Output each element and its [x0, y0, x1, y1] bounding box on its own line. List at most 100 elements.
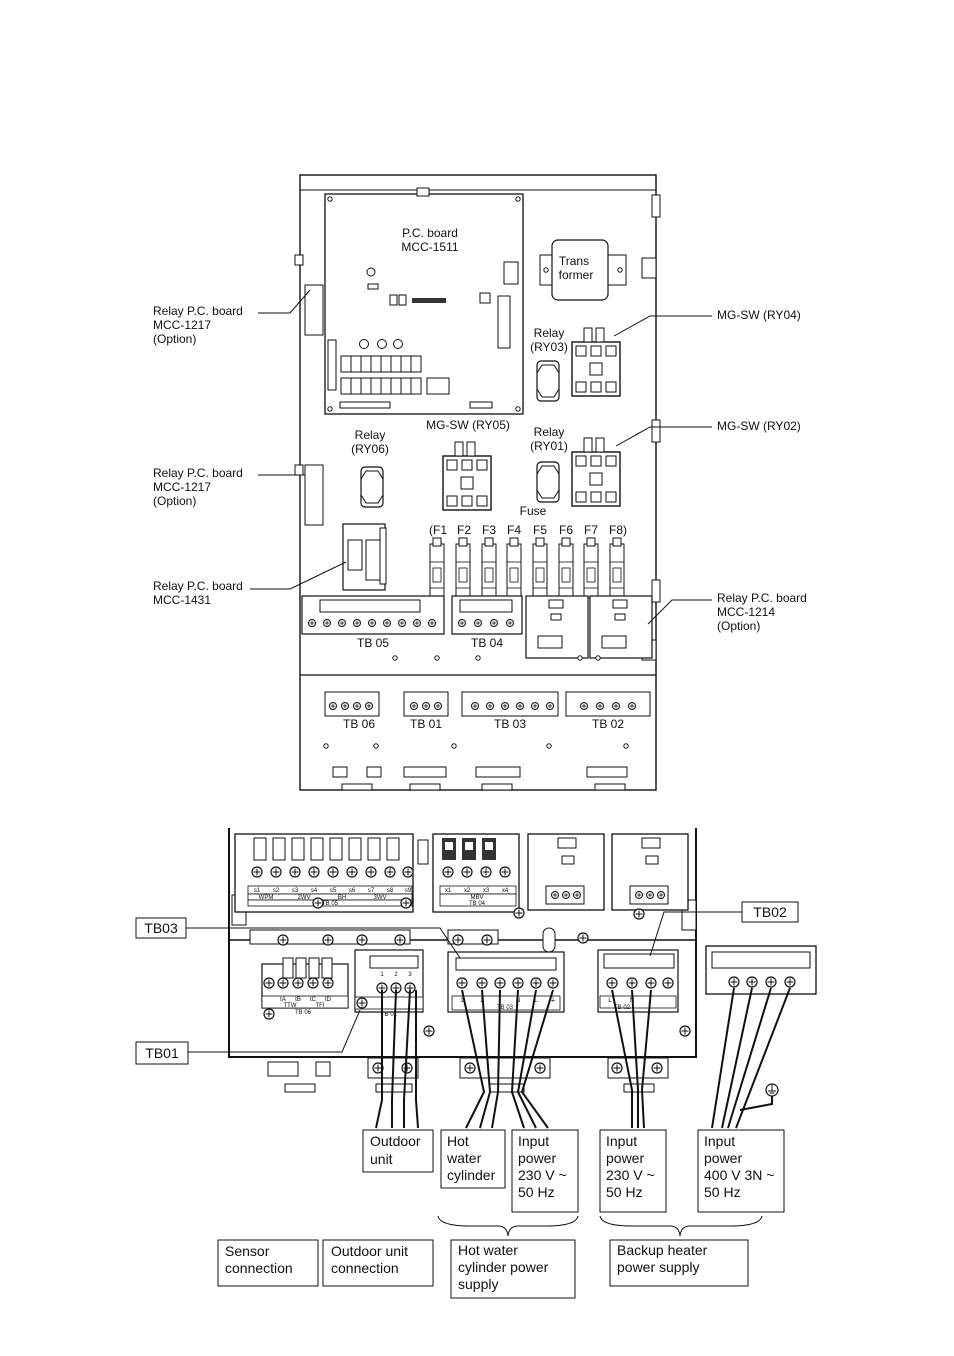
svg-text:tA: tA [280, 997, 286, 1003]
svg-text:TB02: TB02 [753, 904, 787, 920]
svg-text:Relay P.C. board: Relay P.C. board [153, 466, 243, 480]
callout-tb02: TB02 [649, 901, 799, 957]
callout-relay-pcb-mcc-1214: Relay P.C. board MCC-1214 (Option) [647, 591, 807, 633]
svg-text:Relay: Relay [534, 425, 565, 439]
svg-text:L: L [608, 998, 612, 1004]
svg-text:⏚: ⏚ [550, 997, 556, 1004]
svg-text:x2: x2 [464, 888, 471, 894]
tb02-wiring [611, 989, 652, 1129]
svg-text:Backup heater: Backup heater [617, 1242, 708, 1258]
svg-text:Relay P.C. board: Relay P.C. board [717, 591, 807, 605]
hot-water-cylinder-box: Hot water cylinder [440, 1129, 506, 1189]
svg-text:tB: tB [295, 997, 301, 1003]
svg-text:TB 02: TB 02 [592, 717, 624, 731]
bottom-wiring-diagram: s1 s2 s3 s4 s5 s6 s7 s8 s9 WPM 2WV BH 3W… [135, 828, 817, 1299]
svg-text:TB 01: TB 01 [381, 1012, 398, 1018]
brace-hot-water [437, 1215, 579, 1237]
svg-text:TB 06: TB 06 [343, 717, 375, 731]
svg-text:Relay P.C. board: Relay P.C. board [153, 304, 243, 318]
svg-text:F8): F8) [609, 523, 627, 537]
svg-text:TB03: TB03 [144, 920, 178, 936]
svg-text:power: power [518, 1150, 556, 1166]
transformer: Trans former [539, 239, 627, 301]
backup-heater-power-supply-box: Backup heater power supply [609, 1239, 749, 1287]
input-power-400v-box: Input power 400 V 3N ~ 50 Hz [697, 1129, 785, 1213]
svg-text:400 V 3N ~: 400 V 3N ~ [704, 1167, 774, 1183]
svg-text:MG-SW (RY02): MG-SW (RY02) [717, 419, 801, 433]
svg-text:TB 03: TB 03 [494, 717, 526, 731]
svg-text:supply: supply [458, 1276, 498, 1292]
tb06-terminal-block: tA tB tC tD TTW TFI TB 06 [261, 957, 349, 1016]
pc-board-model: MCC-1511 [401, 240, 458, 254]
svg-text:connection: connection [225, 1260, 293, 1276]
svg-text:(Option): (Option) [153, 332, 196, 346]
brace-backup-heater [599, 1215, 763, 1237]
svg-text:F5: F5 [533, 523, 547, 537]
svg-text:former: former [559, 268, 594, 282]
svg-text:MCC-1214: MCC-1214 [717, 605, 775, 619]
callout-relay-pcb-mcc-1217-top: Relay P.C. board MCC-1217 (Option) [153, 289, 311, 346]
fuse-labels: (F1 F2 F3 F4 F5 F6 F7 F8) [429, 523, 627, 537]
mg-sw-ry05-label: MG-SW (RY05) [426, 418, 510, 432]
svg-text:Input: Input [518, 1133, 549, 1149]
svg-text:50 Hz: 50 Hz [704, 1184, 741, 1200]
svg-text:x1: x1 [445, 888, 452, 894]
svg-text:F6: F6 [559, 523, 573, 537]
tb04-terminal-block: x1 x2 x3 x4 MBV TB 04 [417, 833, 520, 913]
svg-text:F3: F3 [482, 523, 496, 537]
svg-text:2WV: 2WV [297, 895, 310, 901]
callout-tb03: TB03 [135, 917, 461, 959]
outdoor-unit-box: Outdoor unit [362, 1129, 434, 1173]
input-power-230v-hot-water-box: Input power 230 V ~ 50 Hz [511, 1129, 579, 1213]
tb03-block: TB 03 [461, 691, 559, 731]
svg-text:power: power [704, 1150, 742, 1166]
svg-text:TB 06: TB 06 [295, 1010, 312, 1016]
svg-text:(RY01): (RY01) [530, 439, 568, 453]
svg-text:Sensor: Sensor [225, 1243, 270, 1259]
svg-text:Outdoor: Outdoor [370, 1133, 421, 1149]
svg-text:Input: Input [606, 1133, 637, 1149]
svg-text:(Option): (Option) [717, 619, 760, 633]
svg-text:Relay: Relay [534, 326, 565, 340]
bottom-cabinet-outline [228, 828, 697, 1058]
svg-text:unit: unit [370, 1151, 393, 1167]
external-400v-wiring [711, 987, 791, 1129]
svg-text:water: water [446, 1150, 482, 1166]
svg-text:TB 04: TB 04 [469, 901, 486, 907]
svg-text:Hot: Hot [447, 1133, 469, 1149]
relay-ry01: Relay (RY01) [530, 425, 568, 503]
svg-text:TB 04: TB 04 [471, 636, 503, 650]
svg-text:s8: s8 [387, 888, 394, 894]
svg-text:(Option): (Option) [153, 494, 196, 508]
svg-text:230 V ~: 230 V ~ [606, 1167, 655, 1183]
svg-text:s3: s3 [292, 888, 299, 894]
svg-text:s9: s9 [405, 888, 412, 894]
relay-ry06: Relay (RY06) [351, 428, 389, 508]
svg-text:TB 05: TB 05 [357, 636, 389, 650]
input-power-230v-backup-box: Input power 230 V ~ 50 Hz [599, 1129, 667, 1213]
svg-text:x4: x4 [502, 888, 509, 894]
pc-board-mcc-1511 [324, 193, 524, 415]
svg-text:3: 3 [408, 972, 412, 978]
svg-text:s4: s4 [311, 888, 318, 894]
svg-text:s7: s7 [368, 888, 375, 894]
svg-text:F4: F4 [507, 523, 521, 537]
tb05-block: TB 05 [301, 595, 445, 650]
svg-text:WPM: WPM [259, 895, 274, 901]
callout-relay-pcb-mcc-1217-mid: Relay P.C. board MCC-1217 (Option) [153, 466, 305, 508]
svg-text:tC: tC [310, 997, 317, 1003]
svg-text:Trans: Trans [559, 254, 589, 268]
svg-text:MCC-1217: MCC-1217 [153, 480, 211, 494]
tb03-wiring [461, 989, 554, 1129]
callout-tb01: TB01 [135, 1009, 361, 1065]
svg-text:1: 1 [460, 998, 464, 1004]
svg-text:MG-SW (RY04): MG-SW (RY04) [717, 308, 801, 322]
svg-text:TB 03: TB 03 [497, 1005, 514, 1011]
tb04-block: TB 04 [451, 595, 523, 650]
svg-text:F7: F7 [584, 523, 598, 537]
svg-text:s2: s2 [273, 888, 280, 894]
sensor-connection-box: Sensor connection [217, 1239, 319, 1287]
top-cabinet-diagram: P.C. board MCC-1511 Trans former Relay (… [153, 174, 807, 791]
external-400v-terminal-block [705, 945, 817, 995]
